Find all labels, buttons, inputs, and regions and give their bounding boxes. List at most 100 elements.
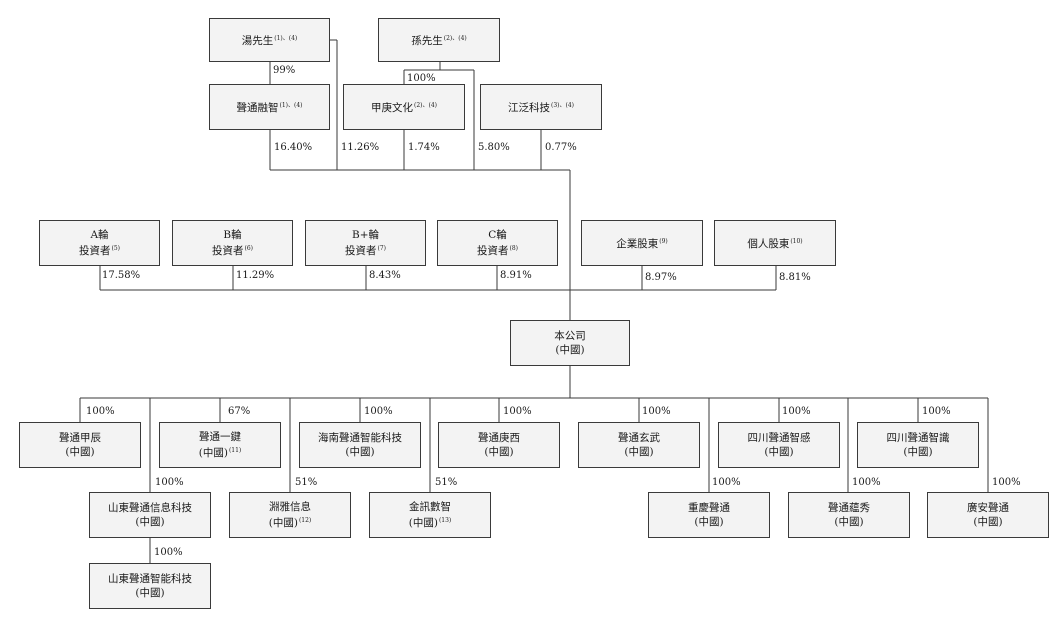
pct-company-zhigan: 100% <box>782 406 811 417</box>
node-name: 甲庚文化 <box>371 102 413 114</box>
node-name: 聲通玄武 <box>618 432 660 444</box>
node-name: C輪 <box>488 229 507 241</box>
pct-company-yuanya: 51% <box>295 477 318 488</box>
node-name: 廣安聲通 <box>967 502 1009 514</box>
node-a-round-investors: A輪 投資者(5) <box>39 220 160 266</box>
node-yunxiu: 聲通蘊秀 (中國) <box>788 492 910 538</box>
pct-company-chongqing: 100% <box>712 477 741 488</box>
pct-jiageng-company: 1.74% <box>408 142 440 153</box>
node-name-line2: 投資者 <box>79 245 111 257</box>
node-yuanya: 淵雅信息 (中國)(12) <box>229 492 351 538</box>
node-jurisdiction: (中國) <box>903 446 933 458</box>
pct-b-company: 11.29% <box>236 270 275 281</box>
pct-bplus-company: 8.43% <box>369 270 401 281</box>
node-yijian: 聲通一鍵 (中國)(11) <box>159 422 281 468</box>
pct-company-shandong-info: 100% <box>155 477 184 488</box>
footnote-ref: (3)、(4) <box>551 102 574 109</box>
pct-tang-rongzhi: 99% <box>273 65 296 76</box>
footnote-ref: (2)、(4) <box>414 102 437 109</box>
node-name: 江泛科技 <box>508 102 550 114</box>
node-name: 企業股東 <box>616 238 659 250</box>
node-name: B輪 <box>223 229 242 241</box>
footnote-ref: (1)、(4) <box>274 35 298 42</box>
node-jurisdiction: (中國) <box>624 446 654 458</box>
node-name-line2: 投資者 <box>477 245 509 257</box>
node-hainan: 海南聲通智能科技 (中國) <box>299 422 421 468</box>
pct-company-jinxun: 51% <box>435 477 458 488</box>
pct-jiangfan-company: 0.77% <box>545 142 577 153</box>
node-name: 金訊數智 <box>409 501 451 513</box>
node-name-line2: 投資者 <box>345 245 377 257</box>
node-name: 聲通融智 <box>236 102 279 114</box>
node-name: 四川聲通智感 <box>747 432 811 444</box>
pct-shandong-info-ai: 100% <box>154 547 183 558</box>
node-jurisdiction: (中國) <box>345 446 375 458</box>
node-bplus-round-investors: B+輪 投資者(7) <box>305 220 426 266</box>
node-shengtong-rongzhi: 聲通融智(1)、(4) <box>209 84 330 130</box>
node-name: A輪 <box>90 229 109 241</box>
node-name: B+輪 <box>351 229 379 241</box>
pct-c-company: 8.91% <box>500 270 532 281</box>
node-individual-shareholders: 個人股東(10) <box>714 220 836 266</box>
pct-rongzhi-company: 16.40% <box>274 142 313 153</box>
node-jurisdiction: (中國) <box>834 516 864 528</box>
footnote-ref: (5) <box>111 245 121 252</box>
node-name: 山東聲通信息科技 <box>108 502 192 514</box>
node-jiageng: 甲庚文化(2)、(4) <box>343 84 465 130</box>
node-name: 四川聲通智識 <box>886 432 950 444</box>
node-name: 聲通一鍵 <box>199 431 241 443</box>
node-shandong-ai: 山東聲通智能科技 (中國) <box>89 563 211 609</box>
pct-indiv-company: 8.81% <box>779 272 811 283</box>
pct-tang-company: 11.26% <box>341 142 380 153</box>
pct-company-yunxiu: 100% <box>852 477 881 488</box>
node-name: 個人股東 <box>747 238 790 250</box>
node-jurisdiction: (中國) <box>694 516 724 528</box>
node-jiachen: 聲通甲辰 (中國) <box>19 422 141 468</box>
node-name: 重慶聲通 <box>688 502 730 514</box>
footnote-ref: (13) <box>438 517 452 524</box>
node-jurisdiction: (中國) <box>555 344 585 356</box>
pct-a-company: 17.58% <box>102 270 141 281</box>
node-jurisdiction: (中國) <box>198 447 228 459</box>
footnote-ref: (12) <box>298 517 312 524</box>
pct-sun-jiageng: 100% <box>407 73 436 84</box>
node-shandong-info: 山東聲通信息科技 (中國) <box>89 492 211 538</box>
node-name: 聲通蘊秀 <box>828 502 870 514</box>
pct-company-gengxi: 100% <box>503 406 532 417</box>
node-name: 湯先生 <box>241 35 274 47</box>
footnote-ref: (2)、(4) <box>443 35 467 42</box>
node-sichuan-zhigan: 四川聲通智感 (中國) <box>718 422 840 468</box>
node-jurisdiction: (中國) <box>973 516 1003 528</box>
footnote-ref: (10) <box>790 238 803 245</box>
pct-sun-company: 5.80% <box>478 142 510 153</box>
pct-company-zhishi: 100% <box>922 406 951 417</box>
node-jurisdiction: (中國) <box>484 446 514 458</box>
node-jurisdiction: (中國) <box>764 446 794 458</box>
node-jurisdiction: (中國) <box>268 517 298 529</box>
pct-company-yijian: 67% <box>228 406 251 417</box>
node-jiangfan: 江泛科技(3)、(4) <box>480 84 602 130</box>
node-c-round-investors: C輪 投資者(8) <box>437 220 558 266</box>
node-corporate-shareholders: 企業股東(9) <box>581 220 703 266</box>
pct-company-xuanwu: 100% <box>642 406 671 417</box>
footnote-ref: (7) <box>377 245 387 252</box>
node-chongqing: 重慶聲通 (中國) <box>648 492 770 538</box>
node-name-line2: 投資者 <box>212 245 244 257</box>
node-jurisdiction: (中國) <box>135 516 165 528</box>
node-jurisdiction: (中國) <box>408 517 438 529</box>
node-name: 山東聲通智能科技 <box>108 573 192 585</box>
node-name: 淵雅信息 <box>269 501 311 513</box>
pct-company-jiachen: 100% <box>86 406 115 417</box>
footnote-ref: (8) <box>509 245 519 252</box>
node-jinxun: 金訊數智 (中國)(13) <box>369 492 491 538</box>
node-tang: 湯先生(1)、(4) <box>209 18 330 62</box>
node-guangan: 廣安聲通 (中國) <box>927 492 1049 538</box>
node-sun: 孫先生(2)、(4) <box>378 18 500 62</box>
node-name: 聲通甲辰 <box>59 432 101 444</box>
node-b-round-investors: B輪 投資者(6) <box>172 220 293 266</box>
node-name: 海南聲通智能科技 <box>318 432 402 444</box>
node-sichuan-zhishi: 四川聲通智識 (中國) <box>857 422 979 468</box>
node-name: 聲通庚西 <box>478 432 520 444</box>
